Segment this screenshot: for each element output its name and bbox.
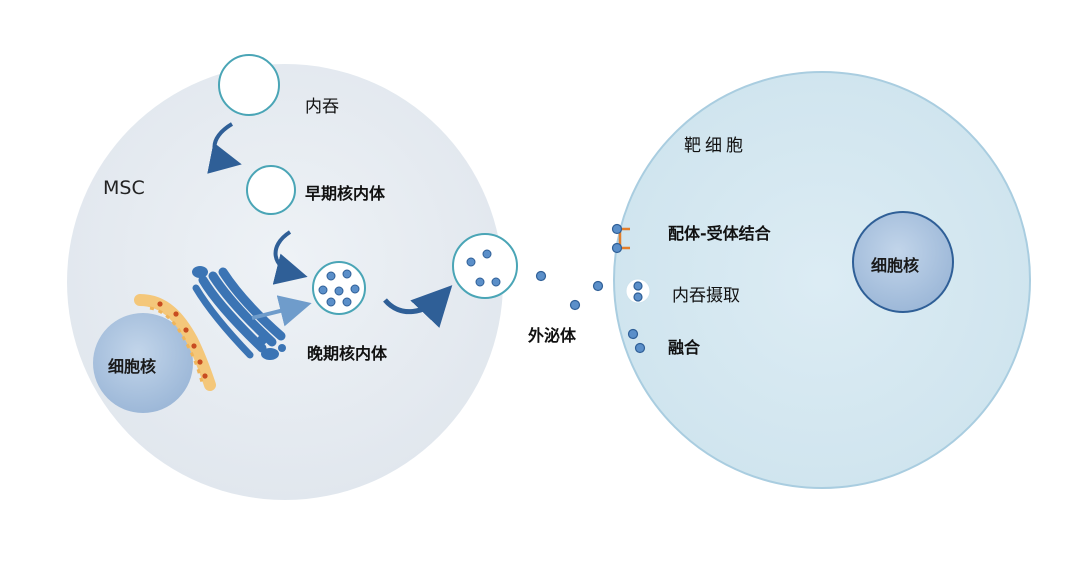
msc-nucleus bbox=[93, 313, 193, 413]
receptor-binding-site bbox=[611, 223, 630, 254]
label-exosome: 外泌体 bbox=[528, 326, 577, 345]
arrow-late-to-membrane bbox=[383, 285, 453, 328]
label-ligand-receptor-binding: 配体-受体结合 bbox=[668, 224, 771, 243]
uptake-vesicle bbox=[625, 278, 651, 304]
label-target-cell: 靶细胞 bbox=[684, 136, 747, 156]
msc-cell bbox=[67, 64, 503, 500]
arrow-early-to-late bbox=[272, 230, 308, 285]
label-early-endosome: 早期核内体 bbox=[305, 184, 386, 203]
golgi-apparatus bbox=[192, 266, 286, 360]
target-nucleus bbox=[852, 211, 954, 313]
intraluminal-vesicles bbox=[318, 269, 360, 307]
label-msc: MSC bbox=[103, 177, 145, 199]
mvb-exosomes bbox=[466, 249, 501, 287]
endocytic-vesicle bbox=[218, 54, 280, 116]
label-endocytic-uptake: 内吞摄取 bbox=[672, 286, 740, 306]
label-target-nucleus: 细胞核 bbox=[871, 256, 920, 275]
endoplasmic-reticulum bbox=[134, 294, 216, 391]
label-late-endosome: 晚期核内体 bbox=[307, 344, 388, 363]
free-exosomes bbox=[535, 270, 604, 311]
fusion-exosomes bbox=[627, 328, 646, 354]
label-endocytosis: 内吞 bbox=[305, 97, 339, 117]
arrow-golgi-to-late bbox=[251, 295, 312, 327]
early-endosome bbox=[246, 165, 296, 215]
label-msc-nucleus: 细胞核 bbox=[108, 357, 157, 376]
fusing-mvb bbox=[452, 233, 518, 299]
arrow-endocytosis-to-early bbox=[207, 122, 242, 174]
target-cell bbox=[613, 71, 1031, 489]
label-fusion: 融合 bbox=[668, 338, 701, 357]
